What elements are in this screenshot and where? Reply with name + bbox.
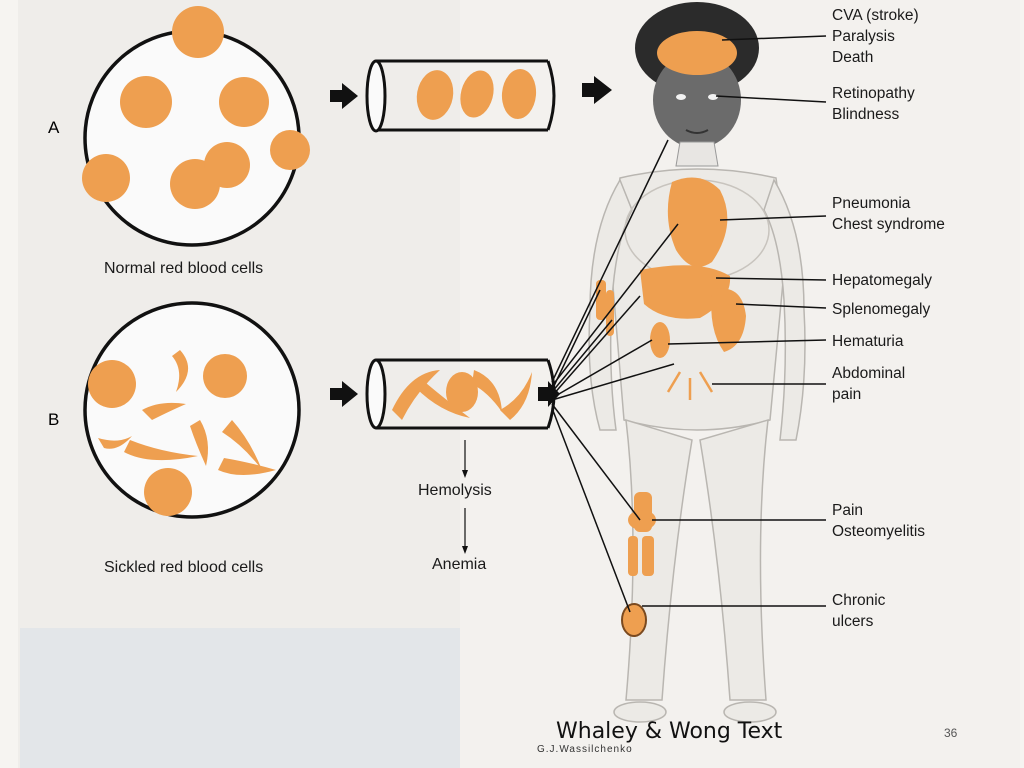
complication-line: Abdominal [832, 365, 906, 382]
label-leader-lines [642, 35, 827, 607]
complication-line: Blindness [832, 106, 900, 123]
complication-ulcers: Chronic ulcers [832, 590, 885, 632]
arrow-b-2 [538, 381, 560, 407]
complication-line: Hepatomegaly [832, 272, 932, 289]
complication-line: pain [832, 386, 862, 403]
complication-line: ulcers [832, 613, 874, 630]
complication-stroke: CVA (stroke) Paralysis Death [832, 5, 919, 68]
complication-line: Pain [832, 502, 864, 519]
complication-line: Paralysis [832, 28, 895, 45]
panel-b-letter: B [48, 410, 60, 429]
complication-hematuria: Hematuria [832, 331, 904, 352]
ankle-ulcer [621, 603, 647, 637]
complication-line: Retinopathy [832, 85, 915, 102]
elbow-bones [596, 280, 614, 336]
arrow-a-2 [582, 76, 612, 104]
artist-signature: G.J.Wassilchenko [537, 744, 633, 755]
complication-splenomegaly: Splenomegaly [832, 299, 930, 320]
complication-osteomyelitis: Pain Osteomyelitis [832, 500, 925, 542]
complication-abdominal-pain: Abdominal pain [832, 363, 905, 405]
arrow-a-1 [330, 83, 358, 109]
complication-line: CVA (stroke) [832, 7, 919, 24]
arrow-b-1 [330, 381, 358, 407]
knee-bones [628, 492, 656, 576]
heart-organ [667, 177, 728, 267]
vessel-leader-lines [551, 139, 679, 613]
panel-b-caption: Sickled red blood cells [104, 559, 264, 576]
hemolysis-label: Hemolysis [418, 482, 492, 499]
panel-a-letter: A [48, 118, 60, 137]
complication-hepatomegaly: Hepatomegaly [832, 270, 932, 291]
complication-retinopathy: Retinopathy Blindness [832, 83, 915, 125]
complication-line: Pneumonia [832, 195, 911, 212]
complication-line: Hematuria [832, 333, 904, 350]
vessel-sickled [365, 358, 556, 430]
complication-pneumonia: Pneumonia Chest syndrome [832, 193, 945, 235]
sickled-red-cells [88, 350, 276, 516]
panel-a-caption: Normal red blood cells [104, 260, 264, 277]
kidney-organ [650, 322, 670, 358]
complication-line: Osteomyelitis [832, 523, 926, 540]
complication-line: Chronic [832, 592, 886, 609]
complication-line: Chest syndrome [832, 216, 945, 233]
abdominal-pain-arrows [666, 371, 714, 400]
page-number: 36 [944, 726, 958, 740]
head [653, 52, 741, 148]
normal-red-cells [82, 6, 310, 209]
footer-credit: Whaley & Wong Text [556, 719, 783, 744]
complication-line: Splenomegaly [832, 301, 931, 318]
vessel-normal [365, 59, 556, 133]
liver-organ [640, 265, 731, 319]
anemia-label: Anemia [432, 556, 487, 573]
complication-line: Death [832, 49, 874, 66]
